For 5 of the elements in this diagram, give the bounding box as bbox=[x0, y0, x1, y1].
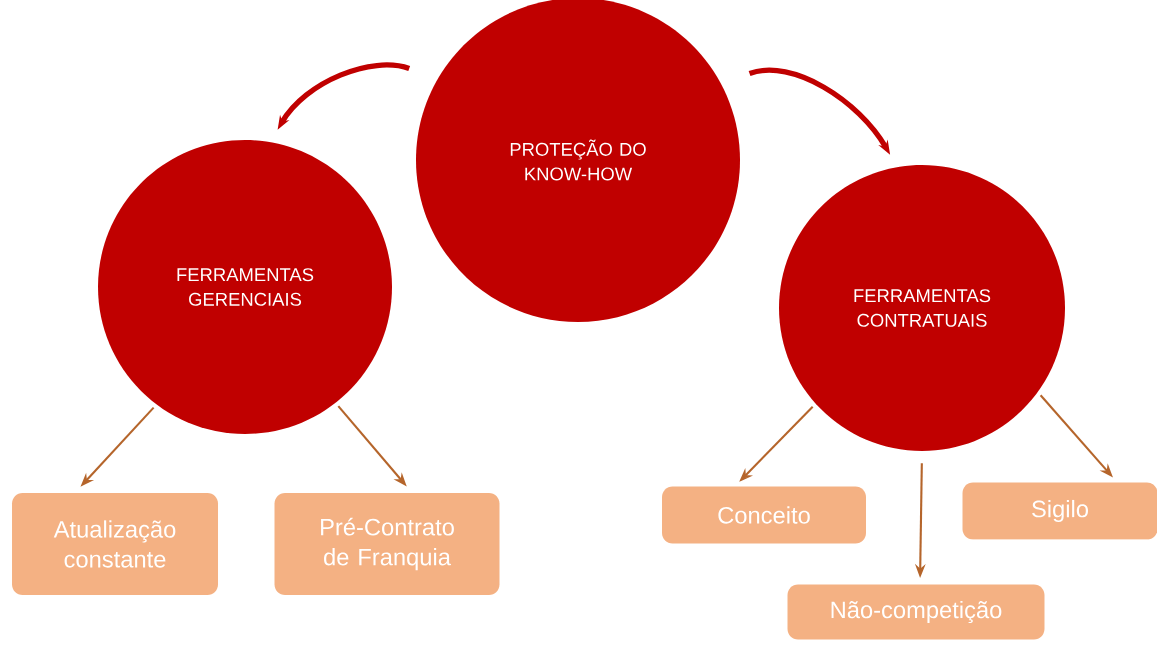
rounded-box: Não-competição bbox=[787, 584, 1045, 640]
rounded-box: Conceito bbox=[662, 486, 866, 544]
rounded-box: Pré-Contrato de Franquia bbox=[274, 493, 500, 595]
rounded-box: Atualização constante bbox=[12, 493, 218, 595]
rounded-box: Sigilo bbox=[962, 482, 1157, 540]
